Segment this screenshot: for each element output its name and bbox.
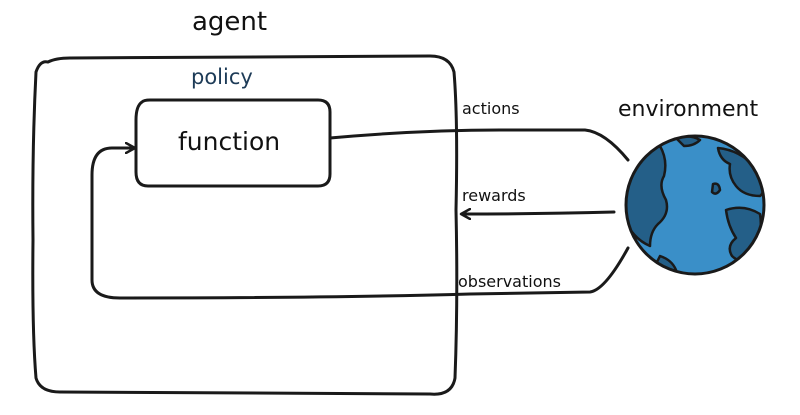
actions-arrow <box>328 128 630 162</box>
function-label: function <box>178 127 280 156</box>
observations-arrow <box>90 148 630 300</box>
agent-box <box>31 54 459 396</box>
agent-label: agent <box>192 7 267 37</box>
function-box <box>134 98 332 188</box>
rewards-arrow <box>462 212 616 214</box>
actions-label: actions <box>462 99 520 118</box>
rewards-label: rewards <box>462 186 526 205</box>
globe-icon <box>624 134 766 276</box>
policy-label: policy <box>191 65 253 89</box>
environment-label: environment <box>618 97 758 122</box>
observations-label: observations <box>458 272 561 291</box>
